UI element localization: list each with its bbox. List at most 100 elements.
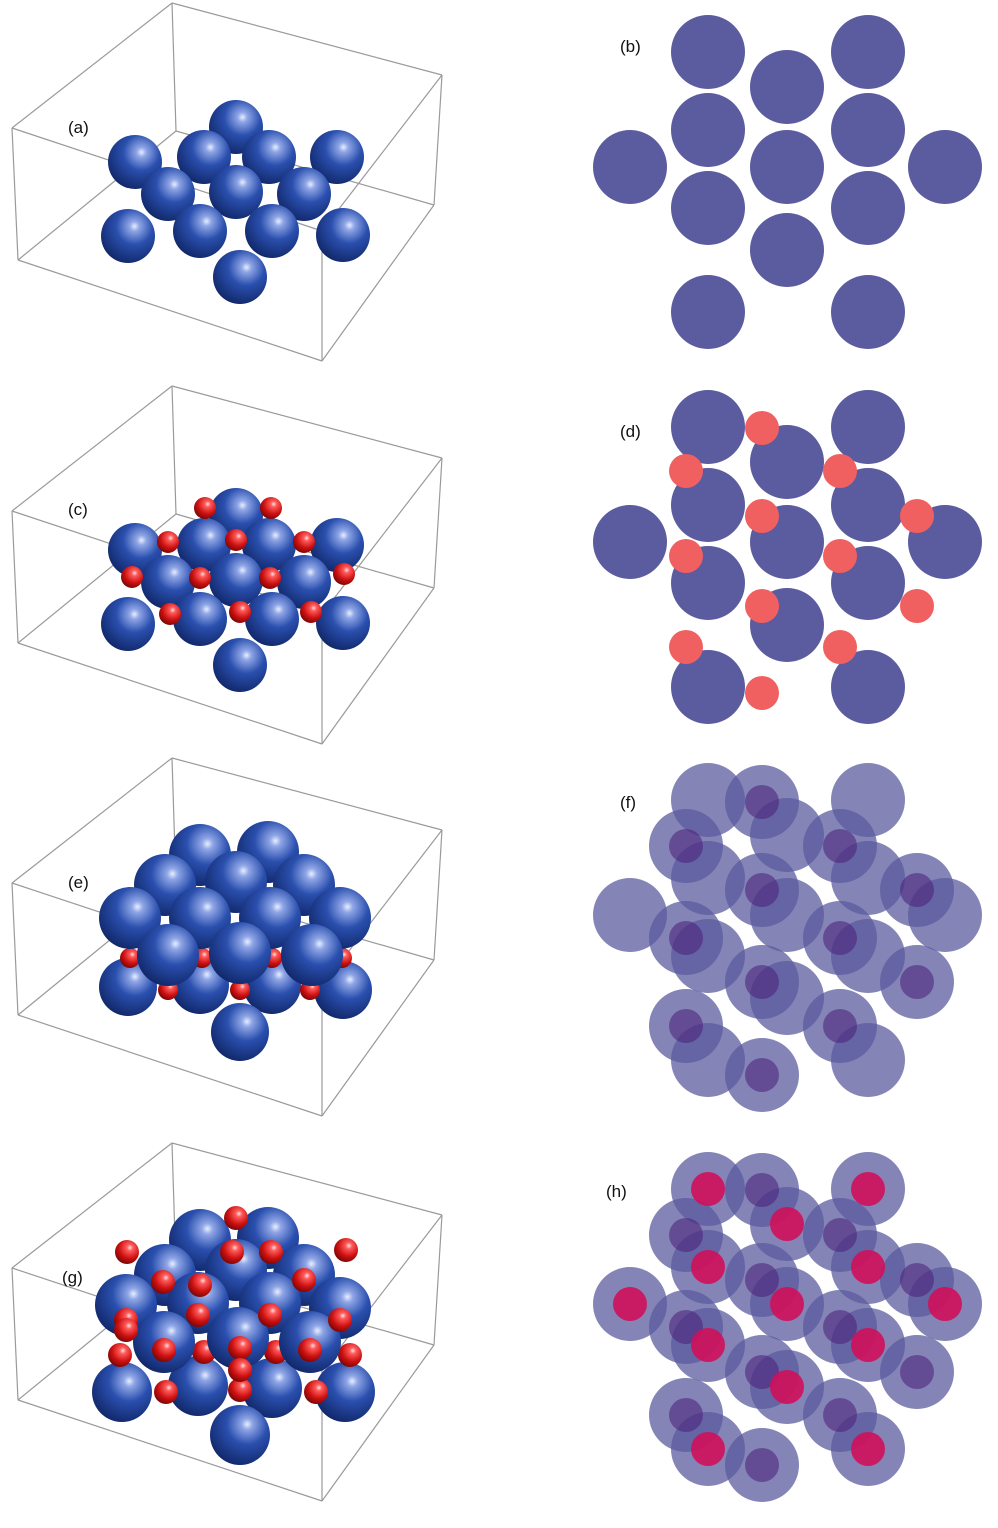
blue-sphere (242, 518, 296, 572)
blue-disc (831, 171, 905, 245)
blue-disc (671, 275, 745, 349)
box-edge (321, 74, 443, 232)
red-sphere (115, 1240, 139, 1264)
box-edge (11, 2, 173, 129)
box-edge (171, 385, 177, 515)
core-disc (669, 1218, 703, 1252)
red-sphere (229, 601, 251, 623)
blue-sphere (242, 1358, 302, 1418)
spheres-a (101, 100, 370, 304)
box-edge (17, 1014, 323, 1117)
core-disc (900, 1355, 934, 1389)
core-disc (745, 873, 779, 907)
red-sphere (151, 1270, 175, 1294)
blue-sphere (315, 1362, 375, 1422)
blue-sphere (173, 204, 227, 258)
blue-disc (750, 50, 824, 124)
core-disc (745, 1173, 779, 1207)
blue-sphere (141, 167, 195, 221)
box-edge (11, 1142, 173, 1269)
core-disc (823, 1009, 857, 1043)
magenta-disc (691, 1432, 725, 1466)
box-edge (321, 959, 435, 1117)
red-sphere (334, 1238, 358, 1262)
core-disc (745, 965, 779, 999)
red-disc (900, 589, 934, 623)
panel-a: (a) (11, 2, 443, 362)
magenta-disc (851, 1172, 885, 1206)
box-edge (17, 259, 323, 362)
red-sphere (298, 1338, 322, 1362)
red-sphere (152, 1338, 176, 1362)
blue-sphere (141, 555, 195, 609)
magenta-disc (851, 1250, 885, 1284)
blue-sphere (209, 553, 263, 607)
core-disc (823, 1398, 857, 1432)
magenta-disc (691, 1250, 725, 1284)
red-sphere (300, 601, 322, 623)
box-edge (433, 457, 443, 589)
red-sphere (220, 1240, 244, 1264)
core-disc (823, 1218, 857, 1252)
core-disc (669, 921, 703, 955)
red-sphere (333, 563, 355, 585)
box-edge (171, 757, 443, 831)
blue-disc (750, 213, 824, 287)
core-disc (669, 1398, 703, 1432)
discs-h (593, 1152, 982, 1502)
red-sphere (108, 1343, 132, 1367)
red-sphere (157, 531, 179, 553)
box-edge (433, 74, 443, 206)
blue-sphere (213, 638, 267, 692)
red-disc (745, 589, 779, 623)
panel-b-label: (b) (620, 37, 641, 56)
red-sphere (189, 567, 211, 589)
panel-g-label: (g) (62, 1268, 83, 1287)
panel-e-label: (e) (68, 873, 89, 892)
blue-disc (593, 130, 667, 204)
red-disc (669, 454, 703, 488)
panel-h-label: (h) (606, 1182, 627, 1201)
red-sphere (259, 1240, 283, 1264)
blue-sphere (209, 922, 271, 984)
blue-disc (593, 878, 667, 952)
blue-disc (671, 390, 745, 464)
blue-disc (671, 93, 745, 167)
panel-f-label: (f) (620, 793, 636, 812)
blue-sphere (177, 130, 231, 184)
magenta-disc (691, 1172, 725, 1206)
red-sphere (338, 1343, 362, 1367)
red-sphere (304, 1380, 328, 1404)
blue-disc (831, 390, 905, 464)
blue-disc (908, 130, 982, 204)
core-disc (823, 921, 857, 955)
blue-disc (671, 171, 745, 245)
panel-c: (c) (11, 385, 443, 745)
red-disc (745, 499, 779, 533)
red-sphere (230, 980, 250, 1000)
blue-disc (593, 505, 667, 579)
core-disc (669, 829, 703, 863)
blue-sphere (281, 924, 343, 986)
panel-h: (h) (593, 1152, 982, 1502)
box-edge (433, 829, 443, 961)
red-disc (823, 454, 857, 488)
blue-sphere (242, 130, 296, 184)
box-edge (321, 1344, 435, 1502)
box-edge (11, 385, 173, 512)
blue-disc (750, 130, 824, 204)
magenta-disc (851, 1328, 885, 1362)
red-disc (745, 676, 779, 710)
core-disc (900, 1263, 934, 1297)
red-sphere (228, 1378, 252, 1402)
box-a (11, 2, 443, 362)
magenta-disc (851, 1432, 885, 1466)
core-disc (900, 965, 934, 999)
blue-sphere (310, 518, 364, 572)
blue-sphere (101, 209, 155, 263)
box-edge (171, 385, 443, 459)
core-disc (745, 1355, 779, 1389)
box-edge (17, 1399, 323, 1502)
discs-b (593, 15, 982, 349)
